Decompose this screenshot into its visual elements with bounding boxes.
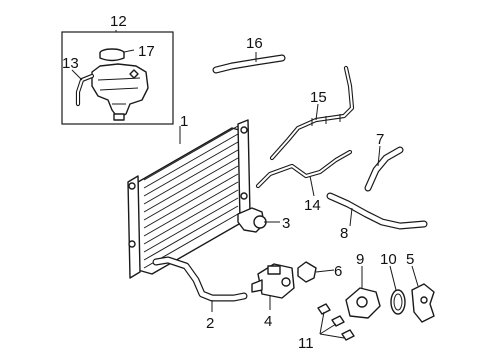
callout-10: 10 bbox=[380, 251, 397, 268]
temp-sensor bbox=[297, 261, 317, 283]
radiator-fins bbox=[143, 133, 239, 269]
callout-5: 5 bbox=[406, 251, 414, 268]
callout-3: 3 bbox=[282, 215, 290, 232]
reservoir-inset-box bbox=[61, 31, 174, 125]
callout-9: 9 bbox=[356, 251, 364, 268]
callout-4: 4 bbox=[264, 313, 272, 330]
bolts bbox=[317, 303, 355, 341]
upper-hose bbox=[212, 54, 286, 74]
coolant-reservoir bbox=[91, 63, 149, 121]
heater-pipe bbox=[255, 149, 353, 189]
gasket bbox=[390, 289, 406, 315]
heater-hose-7 bbox=[364, 146, 404, 192]
callout-13: 13 bbox=[62, 55, 79, 72]
leader-lines bbox=[71, 30, 419, 339]
reservoir-hose bbox=[75, 73, 95, 107]
callout-15: 15 bbox=[310, 89, 327, 106]
callout-11: 11 bbox=[298, 335, 314, 352]
heater-hose-8 bbox=[326, 192, 428, 230]
bypass-pipe bbox=[269, 65, 355, 161]
callout-17: 17 bbox=[138, 43, 155, 60]
reservoir-cap bbox=[99, 48, 125, 62]
thermostat-housing bbox=[411, 283, 435, 323]
radiator bbox=[127, 119, 251, 279]
callout-2: 2 bbox=[206, 315, 214, 332]
callout-14: 14 bbox=[304, 197, 321, 214]
outlet-housing bbox=[237, 207, 267, 233]
callout-7: 7 bbox=[376, 131, 384, 148]
water-outlet bbox=[345, 287, 381, 319]
lower-radiator-hose bbox=[152, 256, 248, 302]
callout-1: 1 bbox=[180, 113, 188, 130]
coolant-junction bbox=[251, 263, 295, 299]
callout-12: 12 bbox=[110, 13, 127, 30]
callout-16: 16 bbox=[246, 35, 263, 52]
callout-6: 6 bbox=[334, 263, 342, 280]
callout-8: 8 bbox=[340, 225, 348, 242]
